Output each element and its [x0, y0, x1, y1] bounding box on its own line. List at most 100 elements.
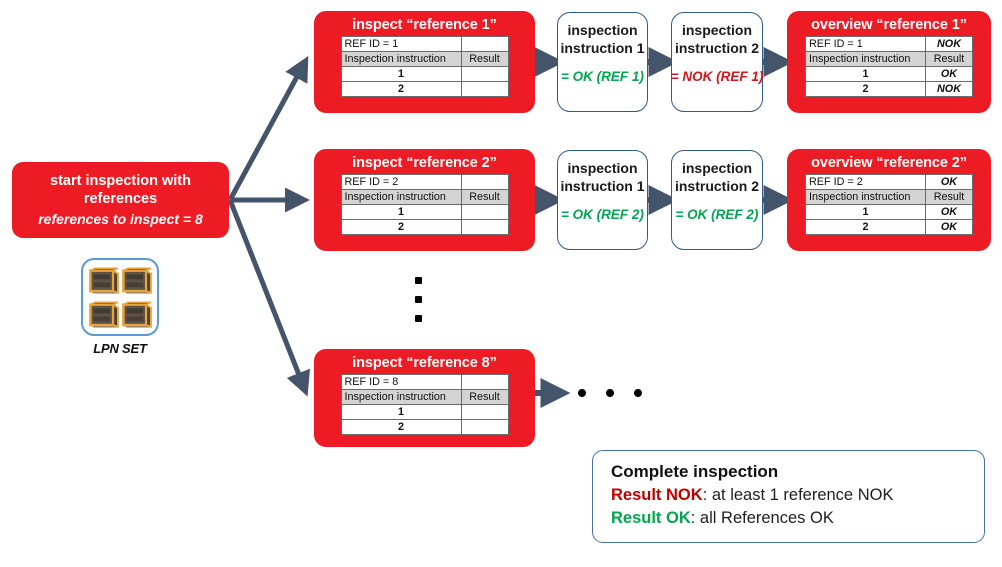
legend-nok-text: : at least 1 reference NOK: [702, 485, 894, 504]
step-result: [460, 204, 509, 221]
instruction-title-line2: instruction 1: [560, 39, 645, 56]
inspection-instruction-2-row1-node[interactable]: inspection instruction 2 = NOK (REF 1): [671, 12, 763, 112]
col-result: Result: [925, 189, 973, 206]
instruction-title-line1: inspection: [681, 160, 752, 176]
inspect-title: inspect “reference 2”: [352, 155, 497, 171]
ref-verdict-cell: NOK: [925, 36, 973, 53]
col-result: Result: [460, 189, 509, 206]
start-inspection-node[interactable]: start inspection with references referen…: [12, 162, 229, 238]
table-header-row: Inspection instruction Result: [805, 51, 973, 68]
ellipsis-dot: [415, 296, 422, 303]
step-result: NOK: [925, 81, 973, 98]
table-header-row: Inspection instruction Result: [340, 51, 509, 68]
inspect-table: REF ID = 8 Inspection instruction Result…: [340, 374, 509, 436]
table-row: 1: [340, 204, 509, 221]
crate-icon: [88, 265, 120, 298]
overview-title: overview “reference 2”: [811, 155, 967, 171]
table-row: 1: [340, 404, 509, 421]
step-number: 1: [340, 66, 462, 83]
instruction-title: inspection instruction 2: [675, 22, 759, 58]
step-number: 1: [340, 204, 462, 221]
instruction-result: = OK (REF 2): [675, 206, 759, 222]
table-row: 2: [340, 81, 509, 98]
horizontal-ellipsis: [578, 389, 642, 397]
instruction-title-line1: inspection: [681, 22, 752, 38]
crate-icon: [121, 299, 153, 332]
start-title-line1: start inspection with: [50, 173, 191, 190]
start-title: start inspection with references: [50, 173, 191, 208]
instruction-title: inspection instruction 2: [675, 160, 759, 196]
table-header-row: Inspection instruction Result: [340, 389, 509, 406]
step-result: [460, 219, 509, 236]
step-result: [460, 404, 509, 421]
legend-title: Complete inspection: [611, 462, 779, 481]
inspect-reference-8-node[interactable]: inspect “reference 8” REF ID = 8 Inspect…: [315, 350, 534, 446]
inspection-instruction-1-row1-node[interactable]: inspection instruction 1 = OK (REF 1): [557, 12, 648, 112]
instruction-result: = OK (REF 2): [561, 206, 644, 222]
legend-nok-row: Result NOK: at least 1 reference NOK: [611, 484, 970, 507]
step-number: 2: [805, 81, 926, 98]
step-number: 2: [340, 81, 462, 98]
table-row: 2: [340, 219, 509, 236]
step-result: OK: [925, 219, 973, 236]
ref-verdict-cell: [460, 36, 509, 53]
legend-nok-label: Result NOK: [611, 485, 703, 504]
instruction-title-line2: instruction 2: [674, 39, 759, 56]
ellipsis-dot: [606, 389, 614, 397]
col-result: Result: [460, 389, 509, 406]
col-instruction: Inspection instruction: [340, 389, 462, 406]
table-row-refid: REF ID = 2 OK: [805, 174, 973, 191]
crate-icon: [88, 299, 120, 332]
lpn-set-label: LPN SET: [93, 341, 147, 356]
ref-verdict-cell: [460, 374, 509, 391]
inspection-instruction-1-row2-node[interactable]: inspection instruction 1 = OK (REF 2): [557, 150, 648, 250]
ellipsis-dot: [415, 277, 422, 284]
vertical-ellipsis: [415, 277, 422, 322]
step-result: [460, 66, 509, 83]
table-row: 1 OK: [805, 66, 973, 83]
ellipsis-dot: [634, 389, 642, 397]
ellipsis-dot: [415, 315, 422, 322]
inspect-reference-1-node[interactable]: inspect “reference 1” REF ID = 1 Inspect…: [315, 12, 534, 112]
step-result: [460, 81, 509, 98]
ref-id-cell: REF ID = 1: [340, 36, 462, 53]
step-number: 1: [805, 66, 926, 83]
overview-table: REF ID = 1 NOK Inspection instruction Re…: [805, 36, 973, 98]
table-row: 2 NOK: [805, 81, 973, 98]
table-row: 1 OK: [805, 204, 973, 221]
instruction-title: inspection instruction 1: [560, 22, 644, 58]
col-instruction: Inspection instruction: [805, 51, 926, 68]
table-row: 2: [340, 419, 509, 436]
ellipsis-dot: [578, 389, 586, 397]
inspect-title: inspect “reference 8”: [352, 355, 497, 371]
instruction-result: = NOK (REF 1): [670, 68, 764, 84]
complete-inspection-legend: Complete inspection Result NOK: at least…: [592, 450, 985, 543]
table-row: 2 OK: [805, 219, 973, 236]
inspection-instruction-2-row2-node[interactable]: inspection instruction 2 = OK (REF 2): [671, 150, 763, 250]
table-header-row: Inspection instruction Result: [805, 189, 973, 206]
instruction-title-line2: instruction 1: [560, 177, 645, 194]
inspect-table: REF ID = 1 Inspection instruction Result…: [340, 36, 509, 98]
legend-ok-label: Result OK: [611, 509, 691, 528]
step-number: 2: [340, 419, 462, 436]
crate-boxes-icon: [81, 258, 159, 336]
instruction-result: = OK (REF 1): [561, 68, 644, 84]
overview-reference-2-node[interactable]: overview “reference 2” REF ID = 2 OK Ins…: [788, 150, 990, 250]
step-result: OK: [925, 204, 973, 221]
overview-title: overview “reference 1”: [811, 17, 967, 33]
ref-id-cell: REF ID = 8: [340, 374, 462, 391]
table-row-refid: REF ID = 2: [340, 174, 509, 191]
col-result: Result: [460, 51, 509, 68]
table-row-refid: REF ID = 8: [340, 374, 509, 391]
col-result: Result: [925, 51, 973, 68]
ref-verdict-cell: OK: [925, 174, 973, 191]
table-row-refid: REF ID = 1: [340, 36, 509, 53]
overview-reference-1-node[interactable]: overview “reference 1” REF ID = 1 NOK In…: [788, 12, 990, 112]
step-number: 2: [805, 219, 926, 236]
col-instruction: Inspection instruction: [340, 189, 462, 206]
instruction-title: inspection instruction 1: [560, 160, 644, 196]
table-row-refid: REF ID = 1 NOK: [805, 36, 973, 53]
inspect-table: REF ID = 2 Inspection instruction Result…: [340, 174, 509, 236]
step-number: 1: [805, 204, 926, 221]
inspect-reference-2-node[interactable]: inspect “reference 2” REF ID = 2 Inspect…: [315, 150, 534, 250]
